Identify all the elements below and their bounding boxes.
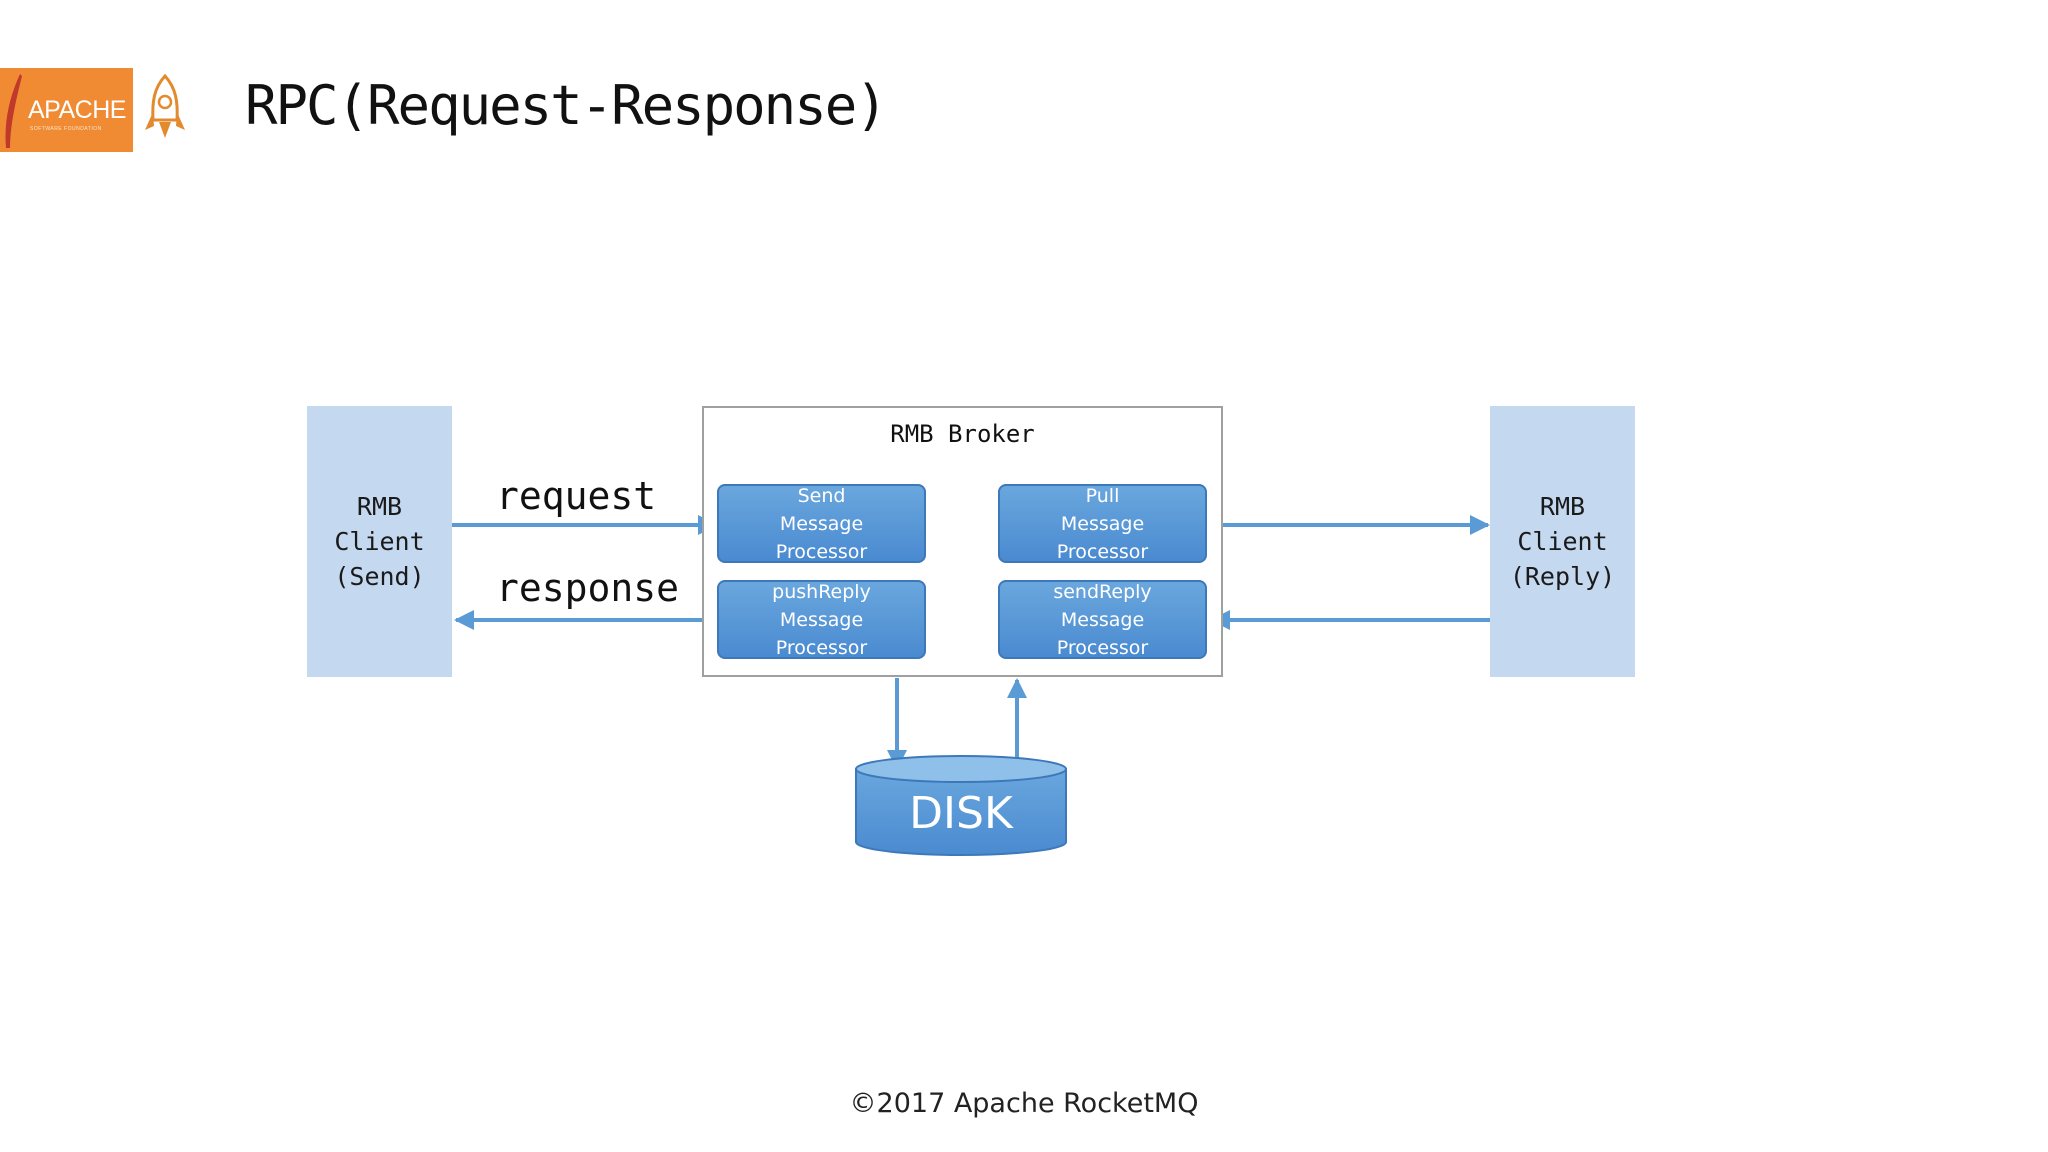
feather-icon — [5, 74, 23, 148]
processor-label: Send — [797, 484, 846, 507]
send-message-processor: Send Message Processor — [717, 484, 926, 563]
processor-label: Processor — [775, 540, 868, 563]
client-reply-line-1: RMB — [1539, 492, 1586, 521]
client-send-line-1: RMB — [356, 492, 403, 521]
request-label: request — [496, 474, 657, 518]
page-title: RPC(Request-Response) — [245, 74, 888, 137]
processor-label: Message — [1060, 512, 1145, 535]
processor-label: Message — [779, 512, 864, 535]
rocket-icon — [145, 73, 185, 138]
apache-logo — [0, 68, 133, 152]
processor-label: Message — [779, 608, 864, 631]
client-reply-line-3: (Reply) — [1509, 562, 1616, 591]
client-send-box: RMB Client (Send) — [307, 406, 452, 677]
disk-cylinder — [855, 755, 1067, 856]
broker-title: RMB Broker — [890, 420, 1035, 448]
processor-label: Pull — [1085, 484, 1120, 507]
client-reply-box: RMB Client (Reply) — [1490, 406, 1635, 677]
response-label: response — [496, 566, 680, 610]
client-reply-line-2: Client — [1517, 527, 1608, 556]
disk-label: DISK — [909, 788, 1013, 839]
processor-label: Processor — [775, 636, 868, 659]
push-reply-message-processor: pushReply Message Processor — [717, 580, 926, 659]
copyright-footer: ©2017 Apache RocketMQ — [849, 1088, 1199, 1119]
pull-message-processor: Pull Message Processor — [998, 484, 1207, 563]
processor-label: pushReply — [772, 580, 871, 603]
processor-label: sendReply — [1053, 580, 1152, 603]
processor-label: Message — [1060, 608, 1145, 631]
client-send-line-2: Client — [334, 527, 425, 556]
send-reply-message-processor: sendReply Message Processor — [998, 580, 1207, 659]
processor-label: Processor — [1056, 636, 1149, 659]
logo-subtext: SOFTWARE FOUNDATION — [30, 126, 102, 132]
client-send-line-3: (Send) — [334, 562, 425, 591]
logo-text: APACHE — [28, 96, 126, 124]
processor-label: Processor — [1056, 540, 1149, 563]
